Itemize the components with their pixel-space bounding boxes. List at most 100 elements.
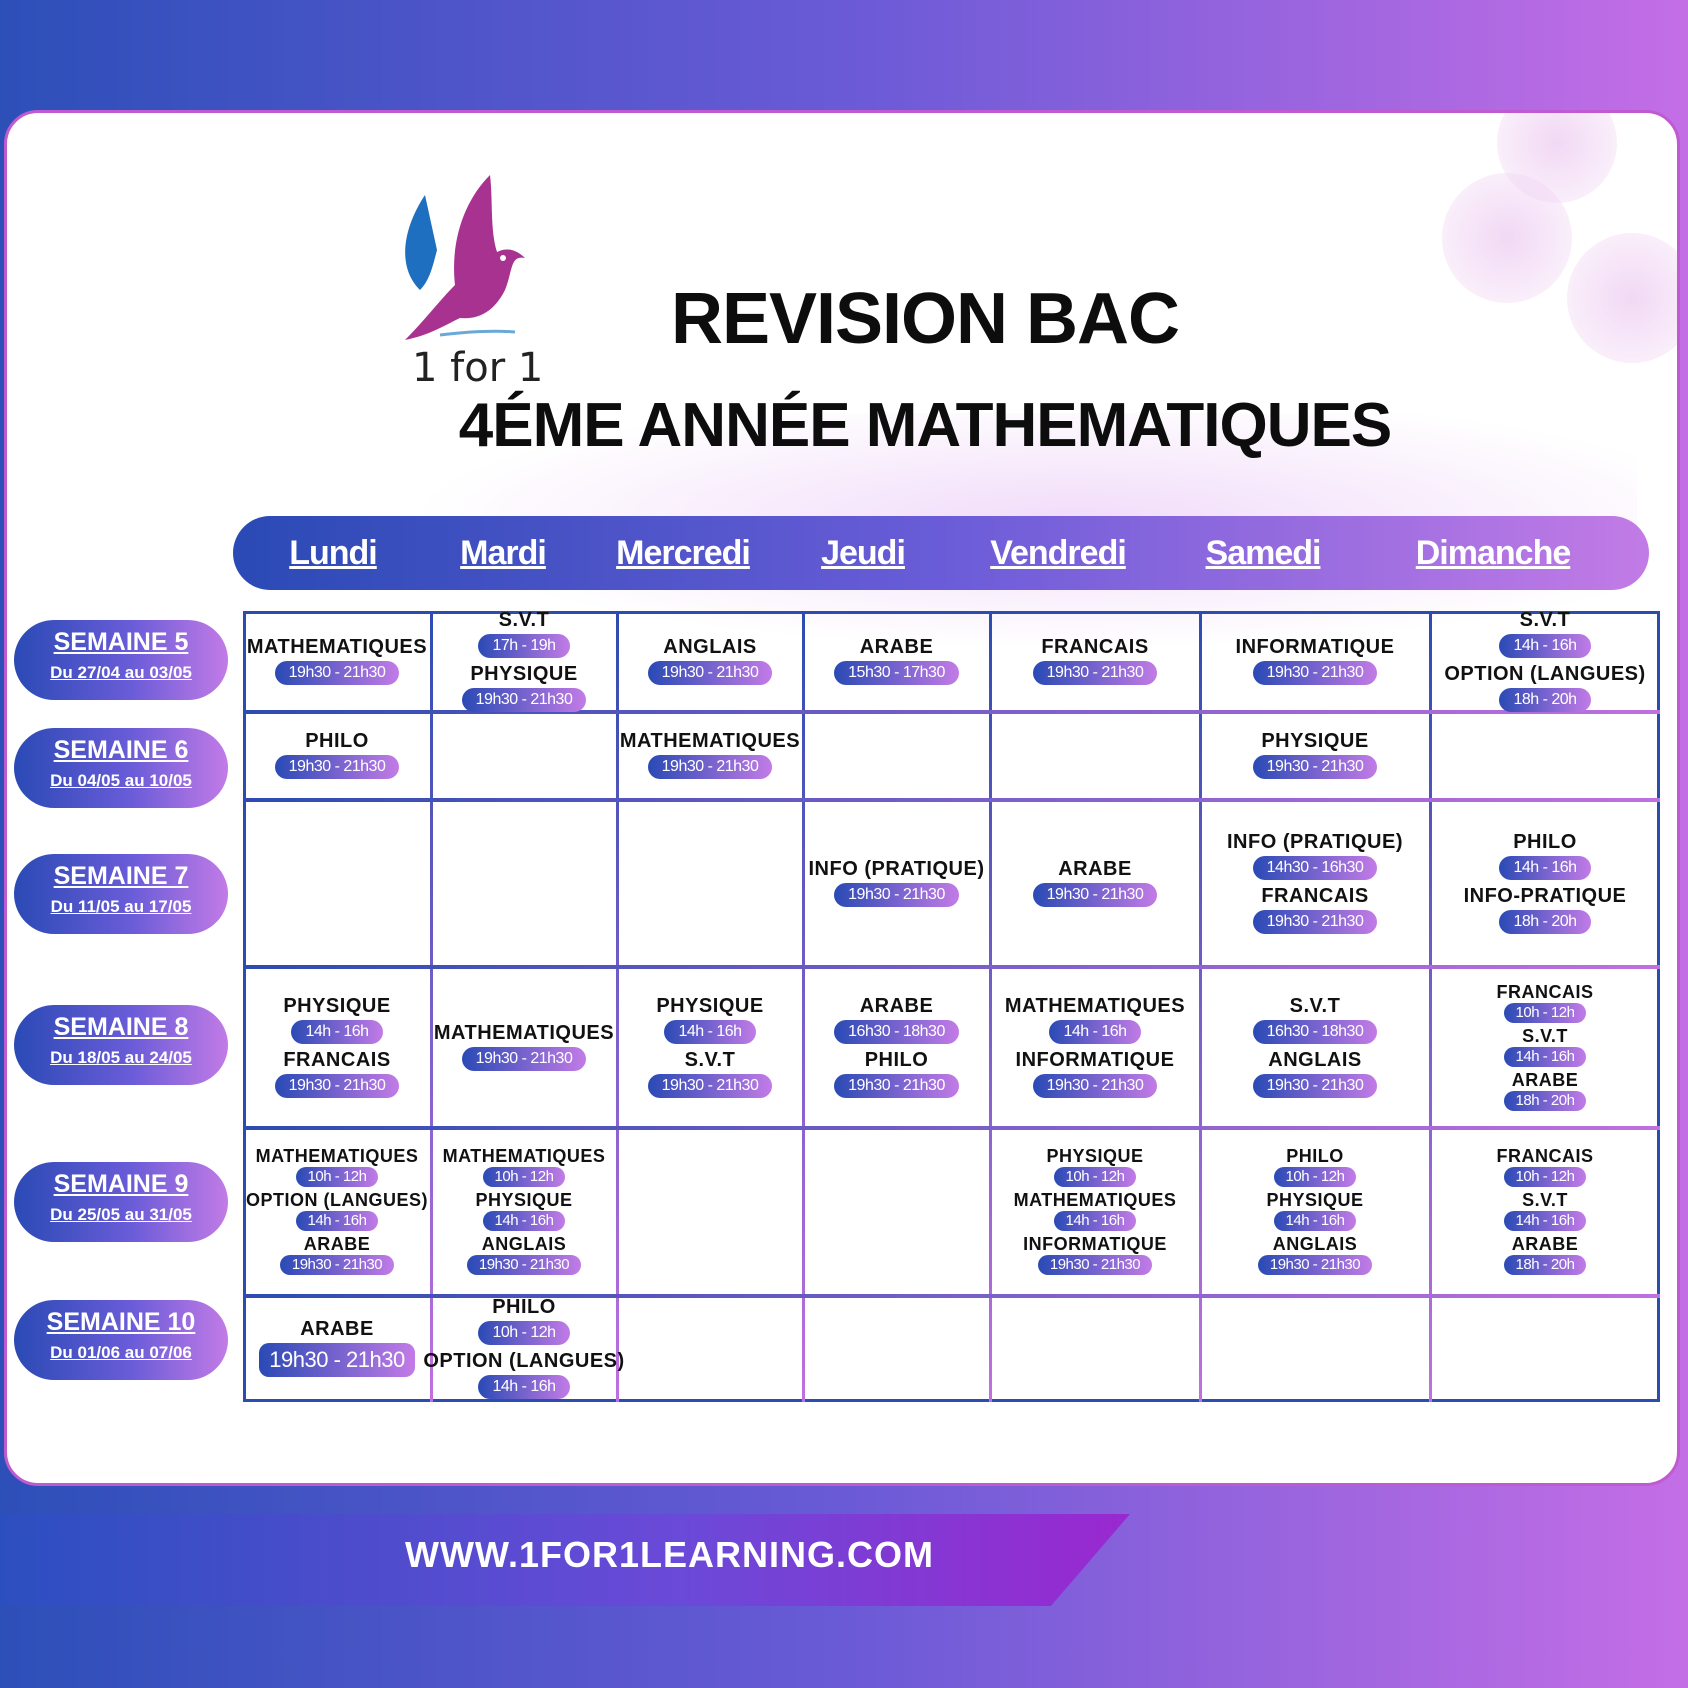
session-subject: ARABE bbox=[1058, 857, 1132, 880]
session-time-badge: 16h30 - 18h30 bbox=[1252, 1019, 1378, 1044]
session-time-badge: 18h - 20h bbox=[1503, 1090, 1587, 1111]
session-time-badge: 19h30 - 21h30 bbox=[1037, 1255, 1153, 1275]
session-subject: ANGLAIS bbox=[481, 1234, 567, 1254]
week-label: SEMAINE 8 Du 18/05 au 24/05 bbox=[14, 1005, 228, 1085]
schedule-cell bbox=[617, 800, 803, 967]
days-header: Lundi Mardi Mercredi Jeudi Vendredi Same… bbox=[233, 516, 1649, 590]
grid-column-divider bbox=[989, 611, 992, 1402]
session-time-badge: 19h30 - 21h30 bbox=[1032, 882, 1158, 907]
logo-text: 1 for 1 bbox=[412, 345, 544, 391]
session-time-badge: 10h - 12h bbox=[295, 1167, 379, 1187]
session-subject: INFORMATIQUE bbox=[1023, 1234, 1167, 1254]
page-title: REVISION BAC bbox=[670, 279, 1180, 359]
week-name: SEMAINE 5 bbox=[53, 628, 189, 656]
session-subject: PHYSIQUE bbox=[1261, 730, 1369, 752]
session-time-badge: 14h - 16h bbox=[1499, 855, 1591, 880]
session-time-badge: 19h30 - 21h30 bbox=[274, 755, 400, 779]
session-time-badge: 18h - 20h bbox=[1503, 1255, 1587, 1275]
schedule-grid bbox=[243, 611, 1660, 1402]
schedule-cell bbox=[243, 800, 431, 967]
session-time-badge: 16h30 - 18h30 bbox=[834, 1019, 959, 1044]
session-time-badge: 19h30 - 21h30 bbox=[1032, 1073, 1158, 1098]
schedule-cell bbox=[990, 712, 1200, 800]
session-subject: INFORMATIQUE bbox=[1015, 1048, 1175, 1071]
session-time-badge: 18h - 20h bbox=[1499, 687, 1591, 712]
session-time-badge: 19h30 - 21h30 bbox=[1252, 755, 1378, 779]
session-subject: ARABE bbox=[300, 1318, 374, 1340]
schedule-cell bbox=[431, 712, 617, 800]
session-subject: PHILO bbox=[305, 730, 369, 752]
session-subject: PHILO bbox=[864, 1048, 929, 1071]
decor-bubble bbox=[1567, 233, 1677, 363]
grid-row-divider bbox=[243, 1126, 1660, 1130]
bird-logo-icon bbox=[405, 175, 525, 340]
session-time-badge: 19h30 - 21h30 bbox=[279, 1255, 395, 1275]
session-time-badge: 14h - 16h bbox=[1053, 1211, 1137, 1231]
session-subject: S.V.T bbox=[1289, 994, 1341, 1017]
schedule-cell: PHILO 19h30 - 21h30 bbox=[243, 712, 431, 800]
session-time-badge: 10h - 12h bbox=[482, 1167, 566, 1187]
session-subject: PHILO bbox=[1513, 830, 1577, 853]
schedule-cell: INFO (PRATIQUE)19h30 - 21h30 bbox=[803, 800, 990, 967]
session-subject: PHYSIQUE bbox=[1266, 1190, 1364, 1210]
footer-url[interactable]: WWW.1FOR1LEARNING.COM bbox=[405, 1534, 934, 1575]
session-time-badge: 15h30 - 17h30 bbox=[834, 660, 959, 685]
session-subject: MATHEMATIQUES bbox=[433, 1021, 615, 1044]
session-subject: MATHEMATIQUES bbox=[1004, 994, 1186, 1017]
session-subject: MATHEMATIQUES bbox=[1013, 1190, 1177, 1210]
session-subject: MATHEMATIQUES bbox=[255, 1146, 419, 1166]
session-subject: FRANCAIS bbox=[1261, 884, 1369, 907]
session-subject: FRANCAIS bbox=[1041, 635, 1149, 658]
session-subject: ARABE bbox=[1511, 1069, 1579, 1090]
schedule-cell bbox=[990, 1296, 1200, 1402]
week-label: SEMAINE 10 Du 01/06 au 07/06 bbox=[14, 1300, 228, 1380]
session-subject: ARABE bbox=[859, 635, 934, 658]
session-time-badge: 18h - 20h bbox=[1499, 909, 1591, 934]
footer-band bbox=[0, 1514, 1130, 1606]
session-time-badge: 19h30 - 21h30 bbox=[274, 1073, 400, 1098]
session-time-badge: 10h - 12h bbox=[1273, 1167, 1357, 1187]
day-label: Samedi bbox=[1205, 534, 1322, 572]
schedule-cell bbox=[803, 1296, 990, 1402]
schedule-cell bbox=[803, 1128, 990, 1296]
schedule-cell bbox=[1430, 1296, 1660, 1402]
session-subject: PHYSIQUE bbox=[470, 662, 578, 685]
session-time-badge: 19h30 - 21h30 bbox=[834, 1073, 959, 1098]
week-label: SEMAINE 6 Du 04/05 au 10/05 bbox=[14, 728, 228, 808]
day-label: Mardi bbox=[460, 534, 547, 572]
session-time-badge: 19h30 - 21h30 bbox=[647, 1073, 773, 1098]
session-subject: PHILO bbox=[492, 1296, 556, 1318]
session-subject: PHYSIQUE bbox=[656, 994, 764, 1017]
session-subject: INFO (PRATIQUE) bbox=[808, 857, 985, 880]
grid-row-divider bbox=[243, 965, 1660, 969]
session-time-badge: 19h30 - 21h30 bbox=[1032, 660, 1158, 685]
day-label: Jeudi bbox=[821, 534, 906, 572]
session-time-badge: 19h30 - 21h30 bbox=[1252, 1073, 1378, 1098]
session-time-badge: 14h - 16h bbox=[664, 1019, 756, 1044]
session-time-badge: 10h - 12h bbox=[1053, 1167, 1137, 1187]
grid-row-divider bbox=[243, 1294, 1660, 1298]
week-name: SEMAINE 9 bbox=[53, 1170, 189, 1198]
session-time-badge: 14h - 16h bbox=[1499, 633, 1591, 658]
session-subject: INFORMATIQUE bbox=[1235, 635, 1395, 658]
schedule-cell bbox=[1200, 1296, 1430, 1402]
week-dates: Du 18/05 au 24/05 bbox=[50, 1048, 192, 1067]
schedule-cell bbox=[431, 800, 617, 967]
schedule-cell bbox=[617, 1128, 803, 1296]
session-time-badge: 17h - 19h bbox=[478, 633, 570, 658]
session-subject: PHYSIQUE bbox=[1046, 1146, 1144, 1166]
week-label: SEMAINE 9 Du 25/05 au 31/05 bbox=[14, 1162, 228, 1242]
week-label: SEMAINE 7 Du 11/05 au 17/05 bbox=[14, 854, 228, 934]
session-subject: ARABE bbox=[859, 994, 934, 1017]
